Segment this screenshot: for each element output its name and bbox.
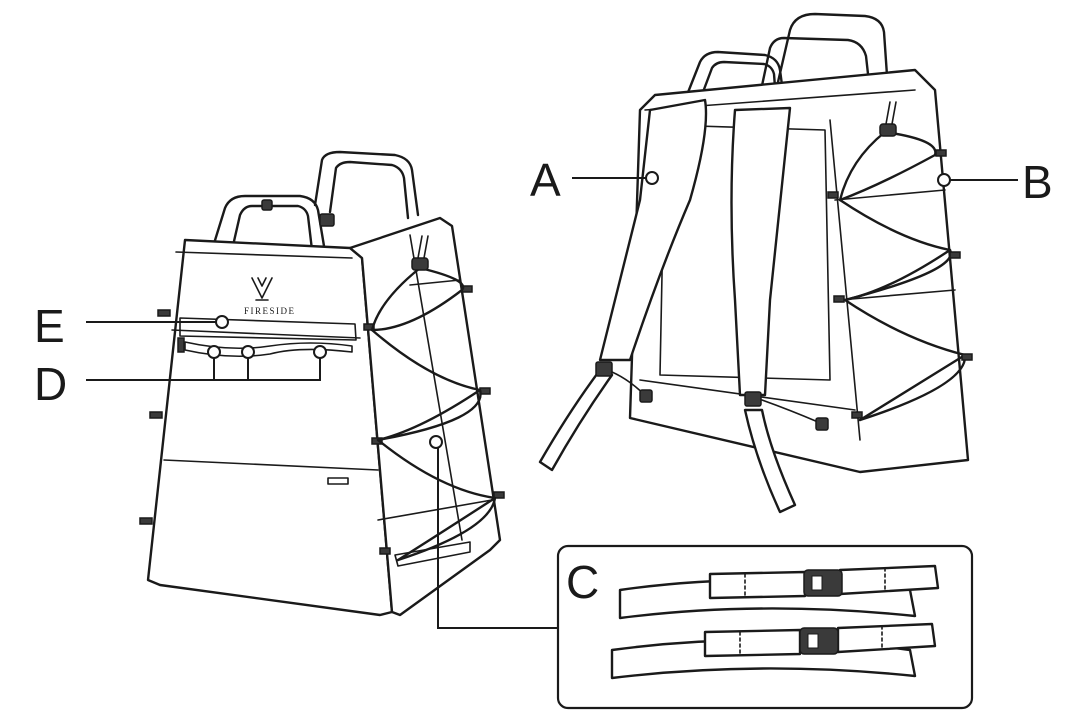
callout-dot-c (429, 435, 443, 449)
front-top-handle-back (313, 150, 420, 217)
back-top-handle (773, 12, 890, 97)
shoulder-strap-right (730, 106, 792, 397)
callout-dot-d3 (313, 345, 327, 359)
label-a: A (530, 154, 561, 206)
waist-strap-lower-right-tab (836, 622, 937, 654)
leader-c (437, 446, 558, 629)
back-backpack (538, 12, 973, 514)
front-side-panel (348, 216, 502, 617)
callout-dot-b (937, 173, 951, 187)
waist-strap-lower-left-tab (703, 628, 802, 658)
zipper-pocket (179, 317, 357, 341)
back-cord-lock (879, 123, 897, 137)
handle-clip (319, 213, 335, 227)
callout-dot-d2 (241, 345, 255, 359)
callouts (86, 171, 1018, 629)
strap-tail-right (743, 408, 797, 514)
label-d: D (34, 358, 67, 410)
strap-tail-left (538, 368, 614, 472)
leader-d (86, 356, 321, 381)
callout-dot-e (215, 315, 229, 329)
brand-logo (251, 277, 273, 301)
waist-buckle-upper (803, 569, 843, 597)
callout-dot-a (645, 171, 659, 185)
waist-strap-upper-right-tab (838, 564, 940, 596)
shoulder-strap-left (598, 98, 708, 362)
front-backpack: FIRESIDE (139, 150, 505, 617)
label-e: E (34, 300, 65, 352)
waist-buckle-lower (799, 627, 839, 655)
waist-strap-upper-left-tab (708, 570, 807, 600)
back-body (628, 68, 970, 474)
brand-text: FIRESIDE (244, 306, 296, 316)
strap-adjuster-left (595, 361, 613, 377)
strap-adjuster-right (744, 391, 762, 407)
inset-c (556, 544, 974, 710)
zipper-pull (177, 337, 185, 353)
front-top-handle-front (210, 194, 327, 254)
front-body-panel (146, 238, 394, 617)
cord-lock (411, 257, 429, 271)
callout-dot-d1 (207, 345, 221, 359)
label-c: C (566, 556, 599, 608)
label-b: B (1022, 156, 1053, 208)
